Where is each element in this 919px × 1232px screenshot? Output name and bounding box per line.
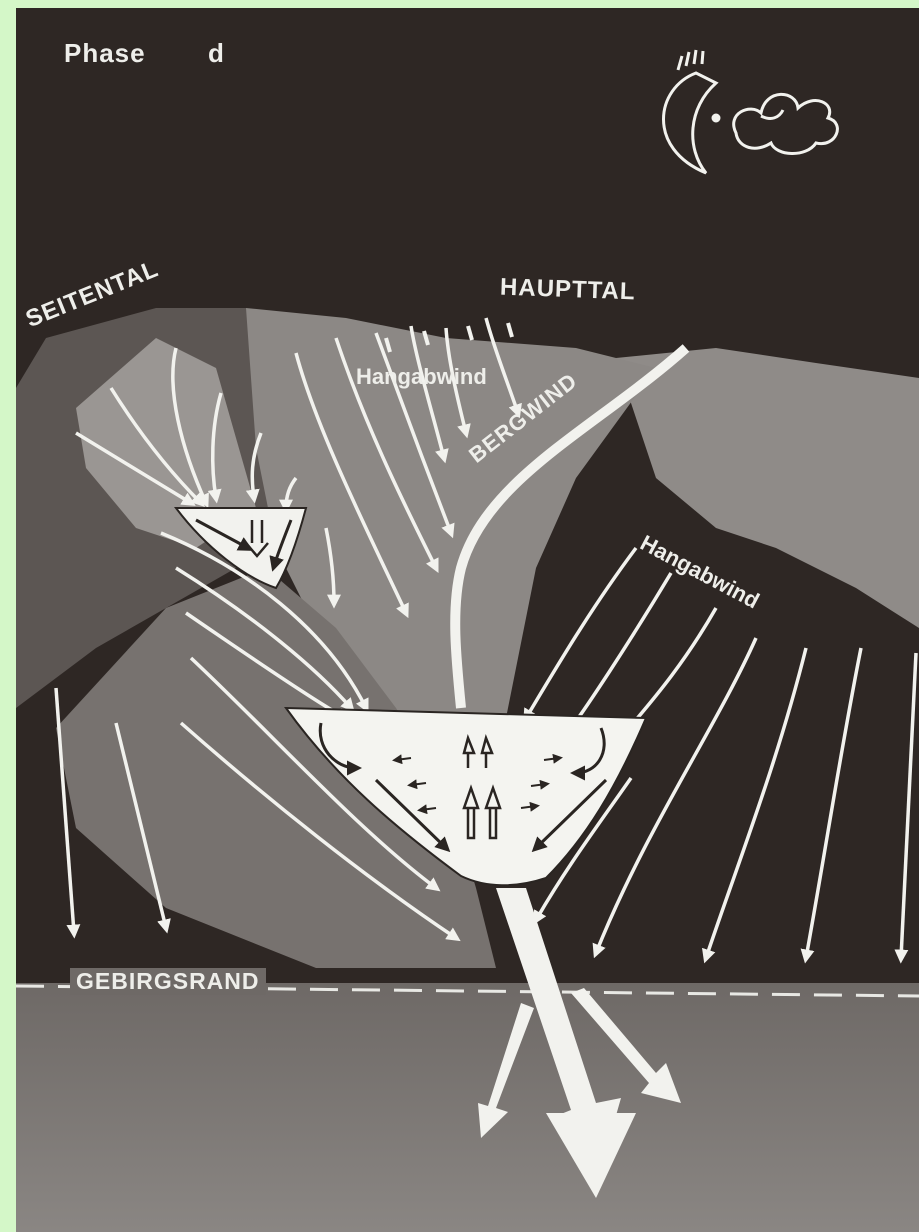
- terrain: [16, 8, 919, 1232]
- label-hangabwind-top: Hangabwind: [356, 364, 487, 390]
- phase-word: Phase: [64, 38, 146, 69]
- label-gebirgsrand: GEBIRGSRAND: [70, 968, 266, 995]
- foreland-plain: [16, 983, 919, 1232]
- phase-letter: d: [208, 38, 225, 69]
- label-haupttal: HAUPTTAL: [500, 274, 636, 307]
- diagram-frame: Phase d SEITENTAL HAUPTTAL Hangabwind BE…: [16, 8, 919, 1232]
- valley-scene: [16, 8, 919, 1232]
